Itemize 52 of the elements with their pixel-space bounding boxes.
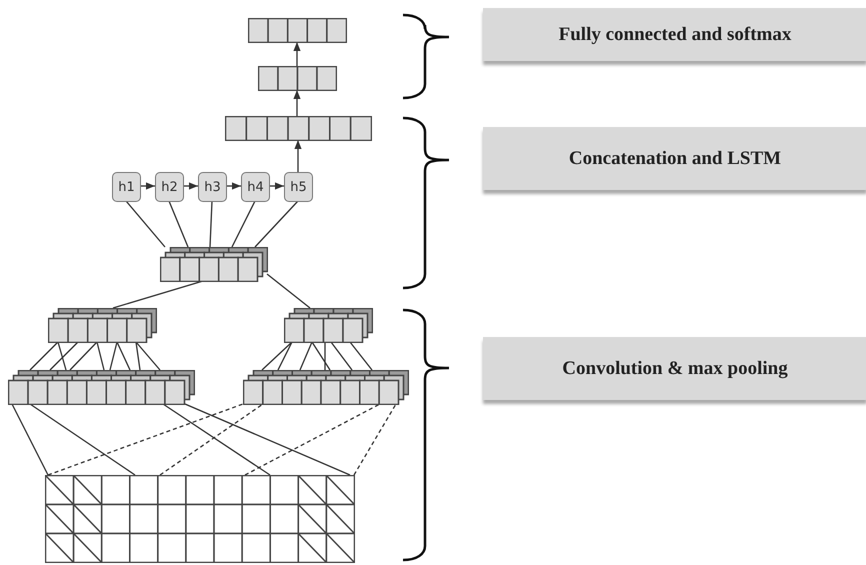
connector-line <box>244 403 380 476</box>
connector-line <box>48 403 244 476</box>
connector-line <box>126 200 166 248</box>
lstm-cell: h4 <box>241 172 270 202</box>
layer-block <box>48 308 157 343</box>
arrow <box>226 182 241 190</box>
arrow <box>140 182 155 190</box>
connector-line <box>209 200 213 248</box>
layer-block <box>284 308 373 343</box>
connector-line <box>109 342 118 370</box>
arrow <box>294 140 302 172</box>
connector-line <box>50 342 78 370</box>
connector-line <box>349 342 373 370</box>
connector-line <box>184 403 350 476</box>
arrow <box>183 182 198 190</box>
layer-label: Fully connected and softmax <box>483 8 866 61</box>
connector-line <box>30 403 136 476</box>
lstm-cell: h3 <box>198 172 227 202</box>
connector-line <box>266 274 310 308</box>
lstm-cell: h2 <box>155 172 184 202</box>
connector-line <box>353 404 397 476</box>
connector-line <box>136 342 160 370</box>
connector-line <box>262 342 292 370</box>
lstm-cell: h5 <box>284 172 313 202</box>
lstm-cell: h1 <box>112 172 141 202</box>
connector-line <box>311 342 331 370</box>
connector-line <box>254 200 298 248</box>
connector-line <box>96 342 105 370</box>
connector-line <box>324 342 326 370</box>
connector-line <box>116 342 131 370</box>
connector-line <box>57 342 67 370</box>
connector-line <box>11 404 49 476</box>
layer-block <box>258 66 337 91</box>
connector-line <box>70 342 98 370</box>
layer-block <box>160 247 268 282</box>
layer-block <box>243 370 409 405</box>
layer-block <box>225 116 372 141</box>
layer-block <box>8 370 195 405</box>
layer-label: Concatenation and LSTM <box>483 127 866 190</box>
connector-line <box>30 342 58 370</box>
connector-line <box>135 342 141 370</box>
connector-line <box>299 342 313 370</box>
input-matrix <box>45 475 355 563</box>
connector-line <box>330 342 353 370</box>
arrow <box>293 42 301 66</box>
connector-line <box>168 200 189 248</box>
arrow <box>293 90 301 116</box>
connector-line <box>231 200 256 248</box>
layer-label: Convolution & max pooling <box>483 337 866 400</box>
connector-line <box>277 342 293 370</box>
layer-block <box>248 18 347 43</box>
arrow <box>269 182 284 190</box>
